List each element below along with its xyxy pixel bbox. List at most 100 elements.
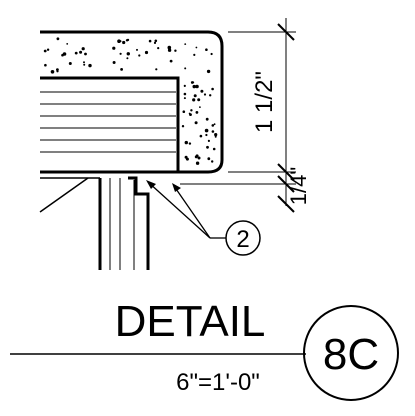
speckle-dot <box>195 111 199 114</box>
speckle-dot <box>197 156 201 160</box>
speckle-dot <box>193 94 197 98</box>
speckle-dot <box>211 160 214 163</box>
speckle-dot <box>195 84 199 89</box>
speckle-dot <box>88 63 92 68</box>
cabinet-below <box>39 176 150 270</box>
speckle-dot <box>68 62 72 65</box>
speckle-dot <box>205 117 209 121</box>
speckle-dot <box>194 155 198 159</box>
speckle-dot <box>126 52 130 56</box>
speckle-dot <box>125 39 129 42</box>
speckle-dot <box>84 52 87 56</box>
speckle-dot <box>61 53 64 57</box>
speckle-dot <box>203 93 207 96</box>
callout-leaders <box>147 181 226 239</box>
speckle-dot <box>207 157 211 161</box>
speckle-dot <box>46 48 50 51</box>
speckle-dot <box>214 135 217 138</box>
dimension-lines <box>180 18 296 213</box>
speckle-dot <box>184 43 187 45</box>
speckle-dot <box>192 84 196 89</box>
speckle-dot <box>167 48 172 52</box>
speckle-dot <box>193 53 196 57</box>
speckle-dot <box>83 63 86 66</box>
speckle-dot <box>211 124 215 127</box>
plywood-layers <box>40 91 176 153</box>
speckle-dot <box>122 40 126 45</box>
speckle-dot <box>206 69 211 74</box>
speckle-dot <box>154 39 158 43</box>
speckle-dot <box>188 142 192 145</box>
substrate-outline <box>40 76 180 172</box>
speckle-dot <box>157 47 160 50</box>
speckle-dot <box>188 112 191 115</box>
speckle-dot <box>120 68 123 71</box>
speckle-dot <box>192 81 195 84</box>
speckle-dot <box>112 61 116 64</box>
speckle-dot <box>206 145 209 149</box>
speckle-dot <box>112 46 116 50</box>
speckle-dot <box>153 41 157 45</box>
speckle-dot <box>167 45 172 50</box>
speckle-pattern <box>43 37 218 165</box>
speckle-dot <box>194 121 198 125</box>
speckle-dot <box>81 47 85 51</box>
speckle-dot <box>155 68 158 71</box>
speckle-dot <box>214 133 218 137</box>
speckle-dot <box>211 87 214 91</box>
speckle-dot <box>83 61 85 64</box>
speckle-dot <box>195 161 200 165</box>
callout-circle <box>225 220 261 256</box>
speckle-dot <box>79 50 83 54</box>
speckle-dot <box>209 94 212 97</box>
countertop-outline <box>40 30 224 174</box>
detail-id: 8C <box>323 330 379 379</box>
detail-id-circle <box>303 305 399 401</box>
speckle-dot <box>184 67 187 70</box>
speckle-dot <box>199 106 201 108</box>
speckle-dot <box>190 109 193 112</box>
speckle-dot <box>197 98 201 102</box>
speckle-dot <box>182 110 186 113</box>
speckle-dot <box>183 97 186 100</box>
detail-title: DETAIL <box>115 297 266 346</box>
speckle-dot <box>119 52 122 55</box>
speckle-dot <box>195 46 198 49</box>
speckle-dot <box>181 125 185 128</box>
leader-arrowhead <box>172 183 181 192</box>
speckle-dot <box>183 84 186 87</box>
speckle-dot <box>174 49 177 52</box>
dimension-text-main: 1 1/2" <box>251 71 278 133</box>
dimension-text-small: 1/4" <box>286 167 311 205</box>
detail-scale: 6"=1'-0" <box>176 369 260 396</box>
speckle-dot <box>205 133 208 137</box>
speckle-dot <box>56 70 59 73</box>
speckle-dot <box>207 139 210 142</box>
speckle-dot <box>211 130 215 133</box>
speckle-dot <box>183 92 187 96</box>
speckle-dot <box>210 52 213 56</box>
speckle-dot <box>136 48 138 51</box>
speckle-dot <box>50 70 55 74</box>
speckle-dot <box>199 134 203 138</box>
speckle-dot <box>169 59 173 63</box>
speckle-dot <box>56 68 59 71</box>
speckle-dot <box>200 89 204 93</box>
speckle-dot <box>213 123 216 126</box>
speckle-dot <box>204 128 209 133</box>
speckle-dot <box>74 51 78 55</box>
speckle-dot <box>44 63 47 67</box>
speckle-dot <box>192 98 196 102</box>
leader-arrowhead <box>146 180 156 189</box>
speckle-dot <box>185 157 189 161</box>
speckle-dot <box>66 43 69 45</box>
speckle-dot <box>205 48 208 51</box>
speckle-dot <box>148 39 152 43</box>
callout-number: 2 <box>236 226 249 253</box>
speckle-dot <box>43 49 47 53</box>
speckle-dot <box>144 50 149 55</box>
speckle-dot <box>138 54 141 57</box>
speckle-dot <box>126 57 129 60</box>
speckle-dot <box>212 147 216 151</box>
